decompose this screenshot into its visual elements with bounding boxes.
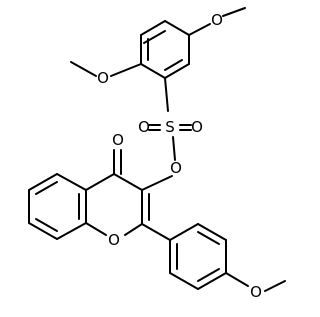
oxygen-atom-label: O: [138, 118, 150, 136]
double-bond-inner: [35, 218, 58, 232]
chromone-core: O O: [28, 131, 173, 249]
sulfonyl-group: O S O O: [138, 77, 203, 177]
left-methoxy-group: O: [70, 61, 142, 87]
bond: [140, 20, 166, 36]
bond: [164, 77, 169, 112]
bond: [169, 223, 199, 241]
bond: [164, 20, 190, 36]
ring-oxygen-atom-label: O: [108, 231, 120, 249]
oxygen-atom-label: O: [191, 118, 203, 136]
sulfur-atom-label: S: [165, 118, 175, 136]
bottom-methoxy-group: O: [225, 272, 286, 301]
oxygen-atom-label: O: [211, 11, 223, 29]
top-dimethoxybenzene-ring: [140, 20, 190, 79]
bond: [113, 173, 143, 191]
oxygen-atom-label: O: [97, 69, 109, 87]
bond: [172, 136, 176, 161]
bond: [110, 63, 142, 77]
bond: [56, 173, 87, 191]
bond: [85, 173, 115, 191]
bottom-methoxyphenyl-ring: [141, 223, 227, 290]
bond: [141, 175, 173, 191]
methyl-bond: [70, 61, 97, 77]
oxygen-atom-label: O: [250, 283, 262, 301]
carbonyl-oxygen-atom-label: O: [112, 131, 124, 149]
bond: [140, 63, 166, 79]
methyl-bond: [264, 280, 286, 292]
double-bond-inner: [164, 59, 183, 71]
bond: [124, 223, 143, 236]
bond: [197, 223, 227, 241]
double-bond-inner: [197, 231, 220, 245]
bond: [197, 272, 227, 290]
bond: [164, 63, 190, 79]
bond: [169, 272, 199, 290]
bond: [56, 222, 87, 240]
double-bond-inner: [197, 268, 220, 282]
bond: [225, 272, 249, 287]
bond: [85, 222, 107, 236]
double-bond-inner: [35, 181, 58, 195]
top-methoxy-group: O: [188, 7, 246, 36]
bond: [28, 173, 58, 191]
methyl-bond: [222, 7, 246, 17]
bond: [188, 23, 211, 36]
ester-oxygen-atom-label: O: [170, 159, 182, 177]
bond: [28, 222, 58, 240]
bond: [141, 223, 171, 241]
